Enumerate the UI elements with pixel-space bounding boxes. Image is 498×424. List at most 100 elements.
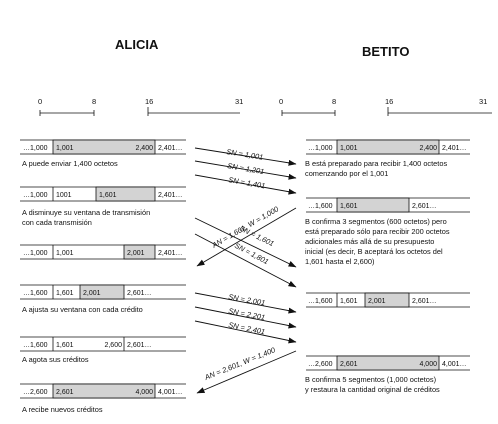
- alice-caption-2-line-1: A disminuye su ventana de transmisión: [22, 208, 150, 217]
- cell: 2,601…: [412, 298, 437, 305]
- cell: 1,601: [99, 192, 117, 199]
- bob-caption-2-line-5: 1,601 hasta el 2,600): [305, 257, 374, 266]
- alice-title: ALICIA: [115, 37, 159, 52]
- cell: …1,000: [308, 145, 333, 152]
- arrow-sn-2401: [194, 320, 297, 344]
- alice-tick-31: 31: [235, 97, 243, 106]
- alice-scale: 0 8 16 31: [38, 97, 243, 116]
- cell: …1,600: [308, 298, 333, 305]
- cell: 1001: [56, 192, 72, 199]
- bob-caption-1-line-2: comenzando por el 1,001: [305, 169, 388, 178]
- cell: 2,601: [56, 389, 74, 396]
- cell: 2,001: [368, 298, 386, 305]
- alice-window-4: [79, 284, 125, 300]
- arrow-sn-2001: [194, 292, 297, 314]
- label-sn-1401: SN = 1,401: [228, 175, 266, 190]
- cell: …1,600: [23, 290, 48, 297]
- alice-window-6: [52, 383, 156, 399]
- cell: …1,600: [308, 203, 333, 210]
- bob-window-3: [364, 292, 410, 308]
- bob-tick-0: 0: [279, 97, 283, 106]
- cell: …1,000: [23, 145, 48, 152]
- arrow-sn-2201: [194, 306, 297, 329]
- alice-caption-1: A puede enviar 1,400 octetos: [22, 159, 118, 168]
- bob-caption-2-line-4: inicial (es decir, B aceptará los octeto…: [305, 247, 443, 256]
- cell: 1,601: [56, 290, 74, 297]
- cell: 2,600: [104, 342, 122, 349]
- alice-window-row-3: …1,000 1,001 2,001 2,401…: [20, 244, 186, 260]
- cell: 4,001…: [442, 361, 467, 368]
- alice-caption-6: A recibe nuevos créditos: [22, 405, 103, 414]
- bob-caption-4-line-1: B confirma 5 segmentos (1,000 octetos): [305, 375, 436, 384]
- alice-window-row-6: …2,600 2,601 4,000 4,001…: [20, 383, 186, 399]
- bob-tick-31: 31: [479, 97, 487, 106]
- cell: 2,601…: [412, 203, 437, 210]
- cell: …1,000: [23, 192, 48, 199]
- alice-window-3: [123, 244, 156, 260]
- bob-window-row-4: …2,600 2,601 4,000 4,001…: [306, 355, 470, 371]
- label-sn-2401: SN = 2,401: [228, 320, 266, 336]
- cell: 2,401…: [442, 145, 467, 152]
- arrow-sn-1001: [194, 147, 297, 166]
- label-sn-1201: SN = 1,201: [227, 161, 265, 176]
- cell: 1,601: [340, 298, 358, 305]
- bob-tick-16: 16: [385, 97, 393, 106]
- label-sn-2001: SN = 2,001: [228, 292, 266, 307]
- cell: 2,601…: [127, 342, 152, 349]
- cell: 1,601: [56, 342, 74, 349]
- bob-window-1: [336, 139, 440, 155]
- cell: 2,001: [127, 250, 145, 257]
- cell: …1,000: [23, 250, 48, 257]
- alice-window-row-2: …1,000 1001 1,601 2,401…: [20, 186, 186, 202]
- label-sn-2201: SN = 2,201: [228, 306, 266, 322]
- cell: 1,001: [56, 250, 74, 257]
- arrow-sn-1201: [194, 160, 297, 180]
- cell: 1,001: [340, 145, 358, 152]
- bob-window-row-3: …1,600 1,601 2,001 2,601…: [306, 292, 470, 308]
- message-arrows: [194, 147, 297, 394]
- cell: 4,001…: [158, 389, 183, 396]
- bob-caption-2-line-2: está preparado sólo para recibir 200 oct…: [305, 227, 450, 236]
- bob-scale: 0 8 16 31: [279, 97, 492, 116]
- cell: …1,600: [23, 342, 48, 349]
- alice-window-row-1: …1,000 1,001 2,400 2,401…: [20, 139, 186, 155]
- cell: 1,001: [56, 145, 74, 152]
- arrow-sn-1801: [194, 233, 297, 288]
- cell: 2,001: [83, 290, 101, 297]
- cell: …2,600: [308, 361, 333, 368]
- alice-window-row-5: …1,600 1,601 2,600 2,601…: [20, 336, 186, 352]
- cell: …2,600: [23, 389, 48, 396]
- alice-tick-16: 16: [145, 97, 153, 106]
- cell: 2,400: [135, 145, 153, 152]
- cell: 2,400: [419, 145, 437, 152]
- cell: 2,401…: [158, 250, 183, 257]
- bob-caption-4-line-2: y restaura la cantidad original de crédi…: [305, 385, 440, 394]
- cell: 2,601…: [127, 290, 152, 297]
- arrow-an-2601: [196, 350, 297, 394]
- bob-tick-8: 8: [332, 97, 336, 106]
- cell: 4,000: [135, 389, 153, 396]
- cell: 2,601: [340, 361, 358, 368]
- arrow-sn-1401: [194, 174, 297, 195]
- label-sn-1001: SN = 1,001: [226, 147, 264, 162]
- alice-caption-4: A ajusta su ventana con cada crédito: [22, 305, 143, 314]
- bob-caption-1-line-1: B está preparado para recibir 1,400 octe…: [305, 159, 447, 168]
- bob-caption-2-line-1: B confirma 3 segmentos (600 octetos) per…: [305, 217, 447, 226]
- cell: 2,401…: [158, 192, 183, 199]
- cell: 2,401…: [158, 145, 183, 152]
- cell: 4,000: [419, 361, 437, 368]
- cell: 1,601: [340, 203, 358, 210]
- alice-window-row-4: …1,600 1,601 2,001 2,601…: [20, 284, 186, 300]
- arrow-an-1601: [196, 207, 297, 267]
- bob-window-2: [336, 197, 410, 213]
- arrow-sn-1601: [194, 217, 297, 268]
- alice-tick-0: 0: [38, 97, 42, 106]
- alice-window-1: [52, 139, 156, 155]
- bob-window-4: [336, 355, 440, 371]
- alice-window-2: [95, 186, 156, 202]
- bob-title: BETITO: [362, 44, 409, 59]
- alice-caption-2-line-2: con cada transmisión: [22, 218, 92, 227]
- alice-caption-5: A agota sus créditos: [22, 355, 89, 364]
- alice-tick-8: 8: [92, 97, 96, 106]
